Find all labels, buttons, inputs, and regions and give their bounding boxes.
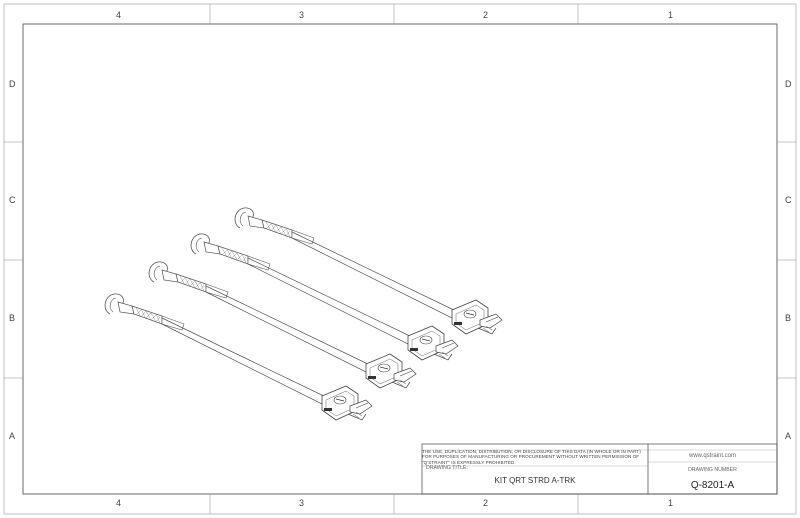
outer-border	[3, 3, 797, 515]
zone-label-left-C: C	[9, 195, 16, 205]
company-website: www.qstraint.com	[688, 453, 736, 459]
zone-label-bottom-3: 3	[299, 498, 305, 508]
zone-label-top-4: 4	[116, 10, 122, 20]
zone-label-bottom-4: 4	[116, 498, 122, 508]
zone-ticks	[4, 4, 796, 514]
strap-assembly	[104, 207, 503, 421]
zone-label-right-A: A	[785, 431, 792, 441]
zone-label-left-A: A	[9, 431, 16, 441]
zone-label-right-B: B	[785, 313, 792, 323]
drawing-number: Q-8201-A	[690, 480, 735, 491]
zone-label-left-B: B	[9, 313, 16, 323]
zone-label-right-C: C	[785, 195, 792, 205]
zone-label-bottom-2: 2	[483, 498, 489, 508]
zone-label-top-3: 3	[299, 10, 305, 20]
inner-frame	[22, 23, 778, 495]
title-block-frame	[421, 443, 778, 495]
zone-label-left-D: D	[9, 79, 16, 89]
drawing-title-label: DRAWING TITLE:	[426, 465, 468, 471]
drawing-title: KIT QRT STRD A-TRK	[494, 476, 576, 485]
zone-label-top-1: 1	[668, 10, 674, 20]
proprietary-notice: THE USE, DUPLICATION, DISTRIBUTION, OR D…	[422, 449, 641, 465]
zone-label-bottom-1: 1	[668, 498, 674, 508]
zone-label-top-2: 2	[483, 10, 489, 20]
drawing-number-label: DRAWING NUMBER	[688, 467, 737, 473]
zone-label-right-D: D	[785, 79, 792, 89]
